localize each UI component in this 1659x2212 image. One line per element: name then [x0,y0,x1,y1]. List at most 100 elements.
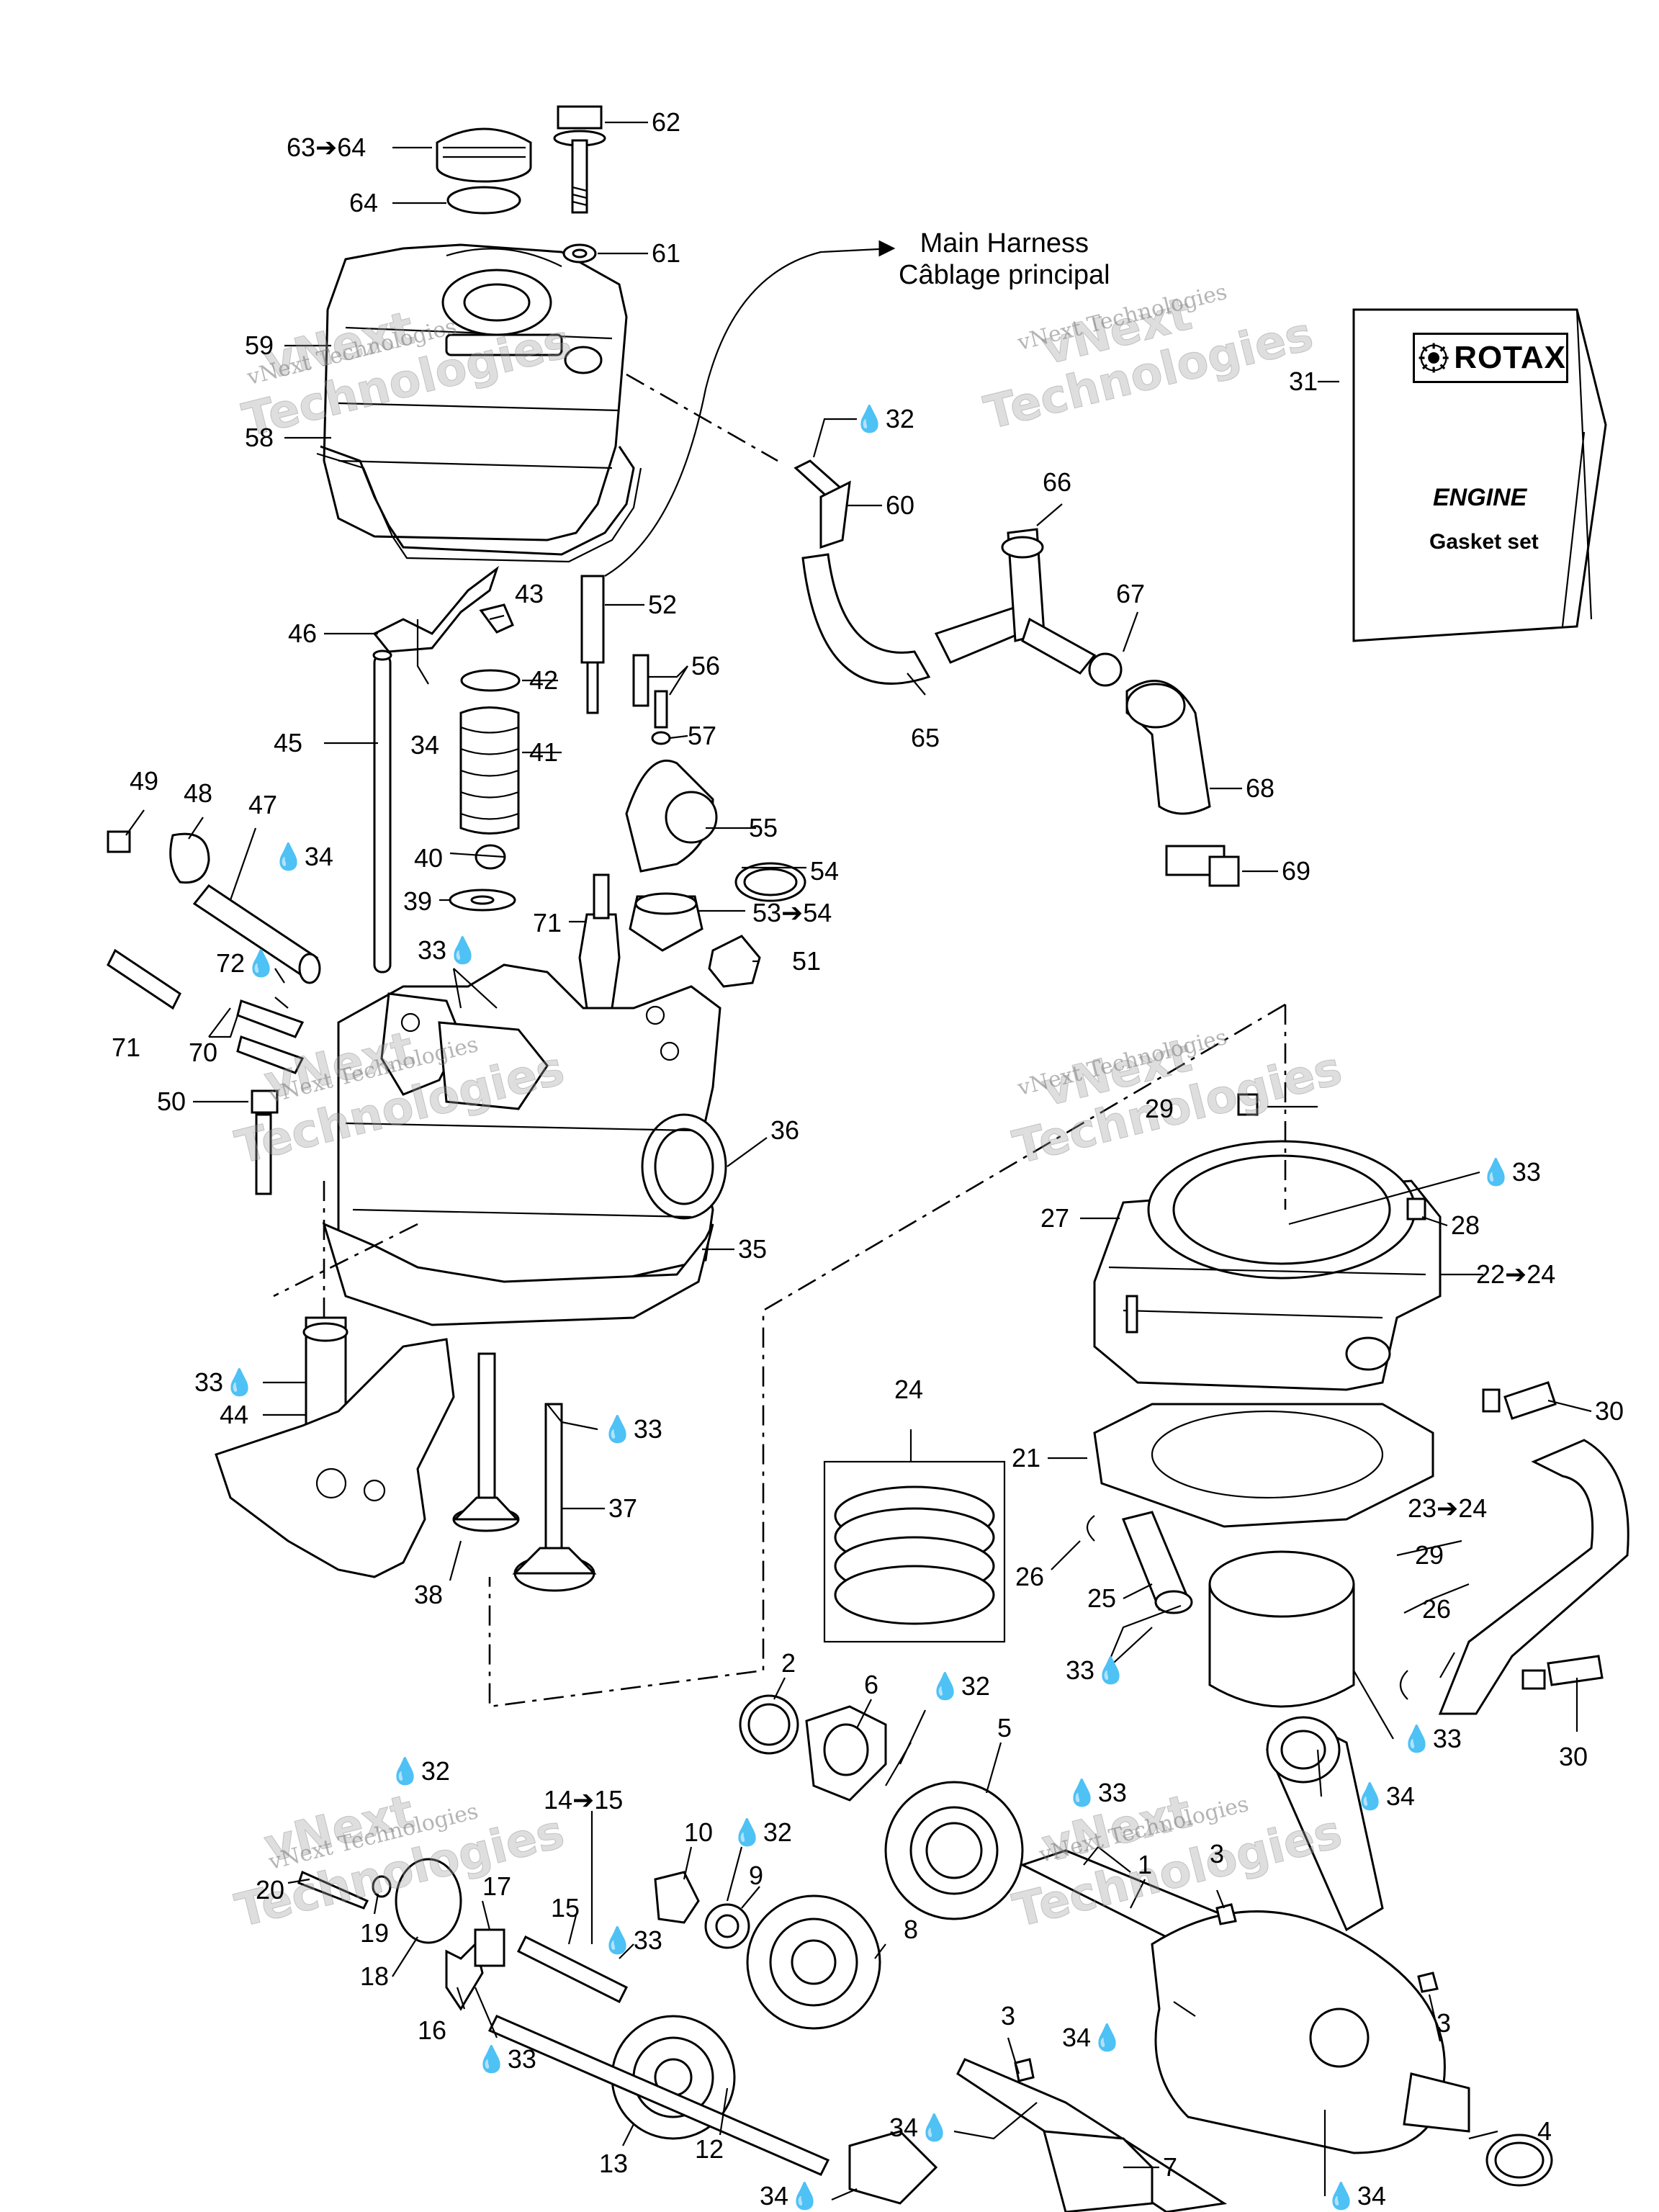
cylinder-head [322,963,727,1326]
part-label: 50 [157,1087,186,1116]
part-label: 22➔24 [1476,1259,1556,1289]
part-label: 💧34 [1354,1781,1415,1811]
gasket-set-brand: ROTAX [1413,333,1568,383]
part-label: 30 [1595,1396,1624,1426]
part-label: 67 [1116,579,1146,608]
harness-label: Main Harness Câblage principal [899,228,1110,291]
part-label: 46 [288,619,318,648]
part-label: 34💧 [1062,2023,1123,2052]
part-label: 39 [403,886,433,916]
part-label: 37 [608,1493,638,1523]
part-label: 36 [770,1115,800,1145]
part-label: 4 [1537,2116,1552,2146]
part-label: 29 [1415,1540,1444,1570]
harness-label-line1: Main Harness [920,228,1089,258]
gear-train [297,1694,1439,2212]
rotax-gear-icon [1419,343,1449,373]
part-label: 19 [360,1918,390,1948]
part-label: 29 [1145,1094,1174,1123]
gasket-set-title: ENGINE [1433,484,1527,511]
part-label: 💧32 [853,404,914,433]
part-label: 33💧 [418,935,479,965]
part-label: 1 [1138,1850,1153,1879]
part-label: 23➔24 [1408,1493,1488,1523]
part-label: 71 [112,1033,141,1062]
part-label: 62 [652,107,681,137]
part-label: 49 [130,766,159,796]
part-label: 28 [1451,1210,1480,1240]
cylinder-block [1093,1093,1442,1528]
part-label: 51 [792,946,822,976]
part-label: 35 [738,1234,768,1264]
part-label: 3 [1437,2008,1452,2038]
part-label: 42 [529,665,559,695]
part-label: 63➔64 [287,132,367,162]
part-label: 💧33 [475,2044,536,2074]
part-label: 34💧 [760,2181,821,2211]
part-label: 💧34 [1325,2181,1386,2211]
coolant-hose [1438,1381,1629,1715]
part-label: 31 [1289,367,1318,396]
harness-arrow [604,247,894,577]
part-label: 52 [648,590,678,619]
part-label: 64 [349,188,379,217]
part-label: 69 [1282,856,1311,886]
part-label: 12 [695,2134,724,2164]
part-label: 14➔15 [544,1785,624,1815]
part-label: 38 [414,1580,444,1609]
part-label: 40 [414,843,444,873]
part-label: 53➔54 [752,898,832,927]
part-label: 72💧 [216,948,277,978]
part-label: 54 [810,856,840,886]
part-label: 7 [1163,2152,1178,2182]
gasket-brand-name: ROTAX [1454,340,1566,375]
rocker-and-valve-train [372,565,521,974]
piston-assembly [823,1460,1408,1708]
part-label: 33💧 [194,1367,256,1397]
part-label: 💧33 [601,1925,662,1955]
part-label: 13 [599,2149,629,2178]
leader-lines [125,121,1592,2201]
part-label: 59 [245,331,274,360]
part-label: 48 [184,778,213,808]
cover-bolt [553,105,606,264]
part-label: 56 [691,651,721,680]
part-label: 💧32 [389,1756,450,1786]
part-label: 47 [248,790,278,819]
gasket-set-subtitle: Gasket set [1429,530,1539,554]
part-label: 43 [515,579,544,608]
part-label: 20 [256,1875,285,1905]
part-label: 6 [864,1670,879,1699]
part-label: 5 [997,1713,1012,1743]
part-label: 33💧 [1066,1655,1127,1685]
harness-label-line2: Câblage principal [899,260,1110,290]
part-label: 💧33 [1066,1778,1127,1807]
part-label: 68 [1246,773,1275,803]
part-label: 💧33 [1401,1724,1462,1753]
part-label: 10 [684,1817,714,1847]
part-label: 41 [529,737,559,767]
part-label: 26 [1422,1594,1452,1624]
oil-filler-cap [436,127,532,215]
part-label: 57 [688,721,717,750]
part-label: 💧32 [731,1817,792,1847]
part-label: 💧34 [272,842,333,871]
part-label: 18 [360,1961,390,1991]
assembly-guide-lines [273,373,1287,1708]
part-label: 34💧 [889,2113,950,2142]
part-label: 17 [482,1871,512,1901]
part-label: 💧33 [601,1414,662,1444]
part-label: 45 [274,728,303,757]
part-label: 26 [1015,1562,1045,1591]
part-label: 💧32 [929,1671,990,1701]
breather-hoses [793,459,1240,887]
part-label: 55 [749,813,778,842]
part-label: 34 [410,730,440,760]
part-label: 24 [894,1375,924,1404]
part-label: 9 [749,1861,764,1890]
part-label: 25 [1087,1583,1117,1613]
valve-cover-assembly [316,243,642,563]
crankshaft-assembly [1020,1716,1553,2187]
